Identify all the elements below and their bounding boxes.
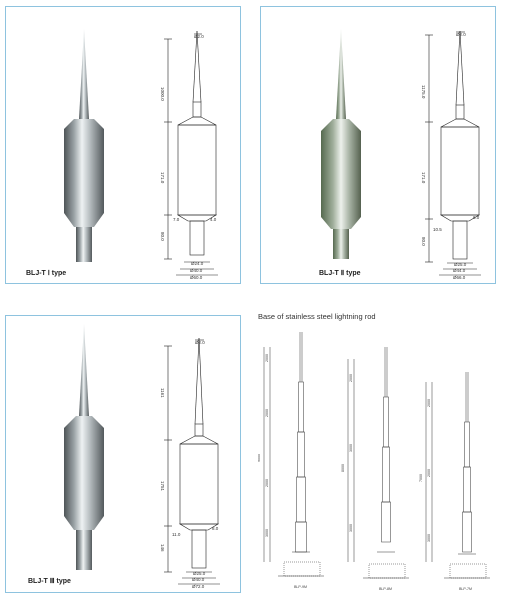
rod-illustration: Ø2.0 1161 1751 146 11.0 8.0 Ø25.0 Ø40.0 … (64, 324, 220, 589)
dim-top: Ø2.0 (456, 32, 466, 37)
dim-body-length: 1751 (160, 481, 165, 492)
rod-spike (336, 29, 346, 119)
dim-step: 4.0 (210, 217, 217, 222)
rod-spike (79, 29, 89, 119)
product-panel-type-2: Ø2.0 1175.0 171.0 80.0 10.5 6.0 Ø25.0 Ø4… (260, 6, 496, 284)
dim-base-length: 80.0 (160, 232, 165, 241)
rod-seg: 2000 (265, 409, 269, 417)
technical-drawing (164, 337, 220, 585)
dim-mid-diameter: Ø40.0 (190, 268, 203, 273)
rod-label-9m: BLP-9M (294, 585, 307, 589)
dim-inner-diameter: Ø24.0 (191, 261, 204, 266)
dim-tip-length: 1175.0 (421, 85, 426, 99)
dim-base-length: 146 (160, 544, 165, 552)
rod-total-8m: 8000 (341, 464, 345, 472)
dim-mid-diameter: Ø40.0 (192, 577, 205, 582)
dim-outer-diameter: Ø72.0 (192, 584, 205, 589)
dim-step: 6.0 (473, 215, 480, 220)
rod-body (64, 129, 104, 213)
rod-label-8m: BLP-8M (379, 587, 392, 591)
rod-spike (79, 324, 89, 416)
rod-seg: 3000 (349, 524, 353, 532)
technical-drawing (425, 30, 481, 276)
rod-total-9m: 9000 (258, 454, 261, 462)
dim-body-length: 171.0 (421, 172, 426, 184)
rod-base (76, 227, 92, 262)
dim-top: Ø2.0 (195, 340, 205, 345)
rod-total-7m: 7000 (419, 474, 423, 482)
rod-illustration: Ø2.0 1175.0 171.0 80.0 10.5 6.0 Ø25.0 Ø4… (321, 29, 481, 280)
rod-seg: 3000 (265, 529, 269, 537)
rod-seg: 2000 (265, 354, 269, 362)
rod-seg: 2000 (427, 469, 431, 477)
panel-caption: BLJ-T Ⅲ type (28, 578, 71, 585)
rod-illustration: Ø2.0 1000.0 171.0 80.0 7.0 4.0 Ø24.0 Ø40… (64, 29, 218, 280)
rod-seg: 2000 (265, 479, 269, 487)
product-panel-type-3: Ø2.0 1161 1751 146 11.0 8.0 Ø25.0 Ø40.0 … (5, 315, 241, 593)
rod-seg: 2000 (427, 399, 431, 407)
dim-shoulder: 7.0 (173, 217, 180, 222)
base-section-title: Base of stainless steel lightning rod (258, 312, 376, 321)
rod-label-7m: BLP-7M (459, 587, 472, 591)
base-rods-drawing: 9000 2000 2000 2000 3000 BLP-9M 8000 200… (258, 332, 490, 591)
product-panel-type-1: Ø2.0 1000.0 171.0 80.0 7.0 4.0 Ø24.0 Ø40… (5, 6, 241, 284)
dim-tip-length: 1161 (160, 388, 165, 398)
panel-caption: BLJ-T Ⅱ type (319, 270, 361, 277)
panel-caption: BLJ-T Ⅰ type (26, 270, 67, 277)
dim-body-length: 171.0 (160, 172, 165, 184)
dim-top: Ø2.0 (194, 34, 204, 39)
rod-base (76, 530, 92, 570)
dim-tip-length: 1000.0 (160, 87, 165, 101)
rod-base (333, 229, 349, 259)
dim-outer-diameter: Ø60.0 (190, 275, 203, 280)
dim-outer-diameter: Ø66.0 (453, 275, 466, 280)
dim-step: 8.0 (212, 526, 219, 531)
dim-shoulder: 10.5 (433, 227, 442, 232)
dim-shoulder: 11.0 (172, 532, 181, 537)
dim-inner-diameter: Ø25.0 (454, 262, 467, 267)
rod-seg: 3000 (427, 534, 431, 542)
rod-body (64, 428, 104, 516)
technical-drawing (164, 30, 218, 276)
rod-seg: 3000 (349, 444, 353, 452)
dim-inner-diameter: Ø25.0 (193, 571, 206, 576)
rod-seg: 2000 (349, 374, 353, 382)
dim-base-length: 80.0 (421, 237, 426, 246)
dim-mid-diameter: Ø44.0 (453, 268, 466, 273)
rod-body (321, 131, 361, 217)
